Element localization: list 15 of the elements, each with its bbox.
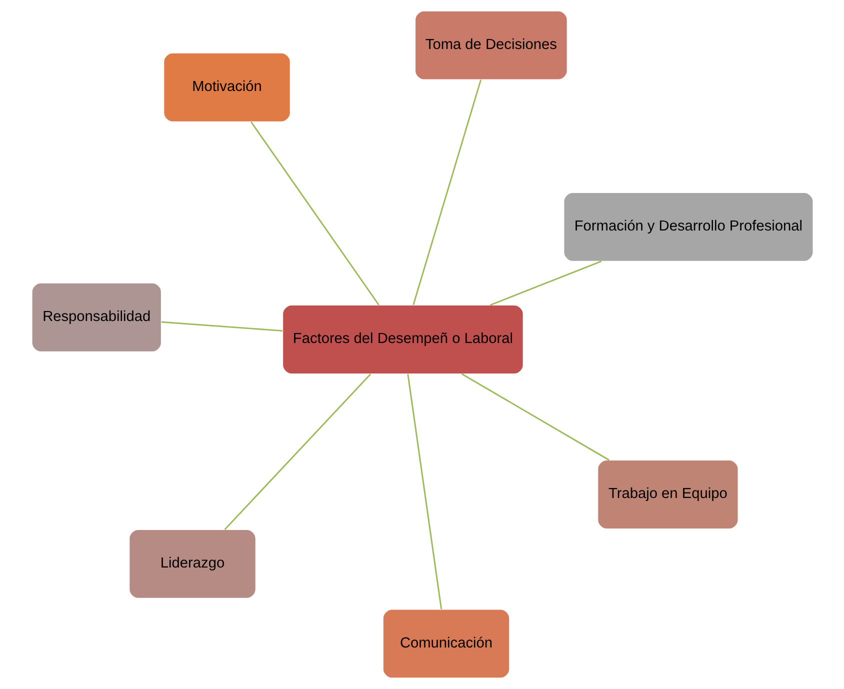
connector [406, 374, 442, 610]
connector [160, 321, 282, 332]
node-box: Motivación [162, 52, 290, 122]
node-box: Factores del Desempeñ o Laboral [282, 304, 524, 374]
node-box: Toma de Decisiones [414, 10, 568, 80]
node-box: Comunicación [382, 608, 510, 678]
connector [250, 121, 379, 306]
connector [460, 373, 609, 461]
connector [224, 374, 371, 530]
node-box: Trabajo en Equipo [596, 460, 738, 530]
connector [489, 260, 602, 306]
connector [412, 80, 482, 306]
node-box: Formación y Desarrollo Profesional [562, 192, 813, 262]
node-box: Responsabilidad [31, 282, 162, 352]
node-box: Liderazgo [128, 529, 256, 599]
